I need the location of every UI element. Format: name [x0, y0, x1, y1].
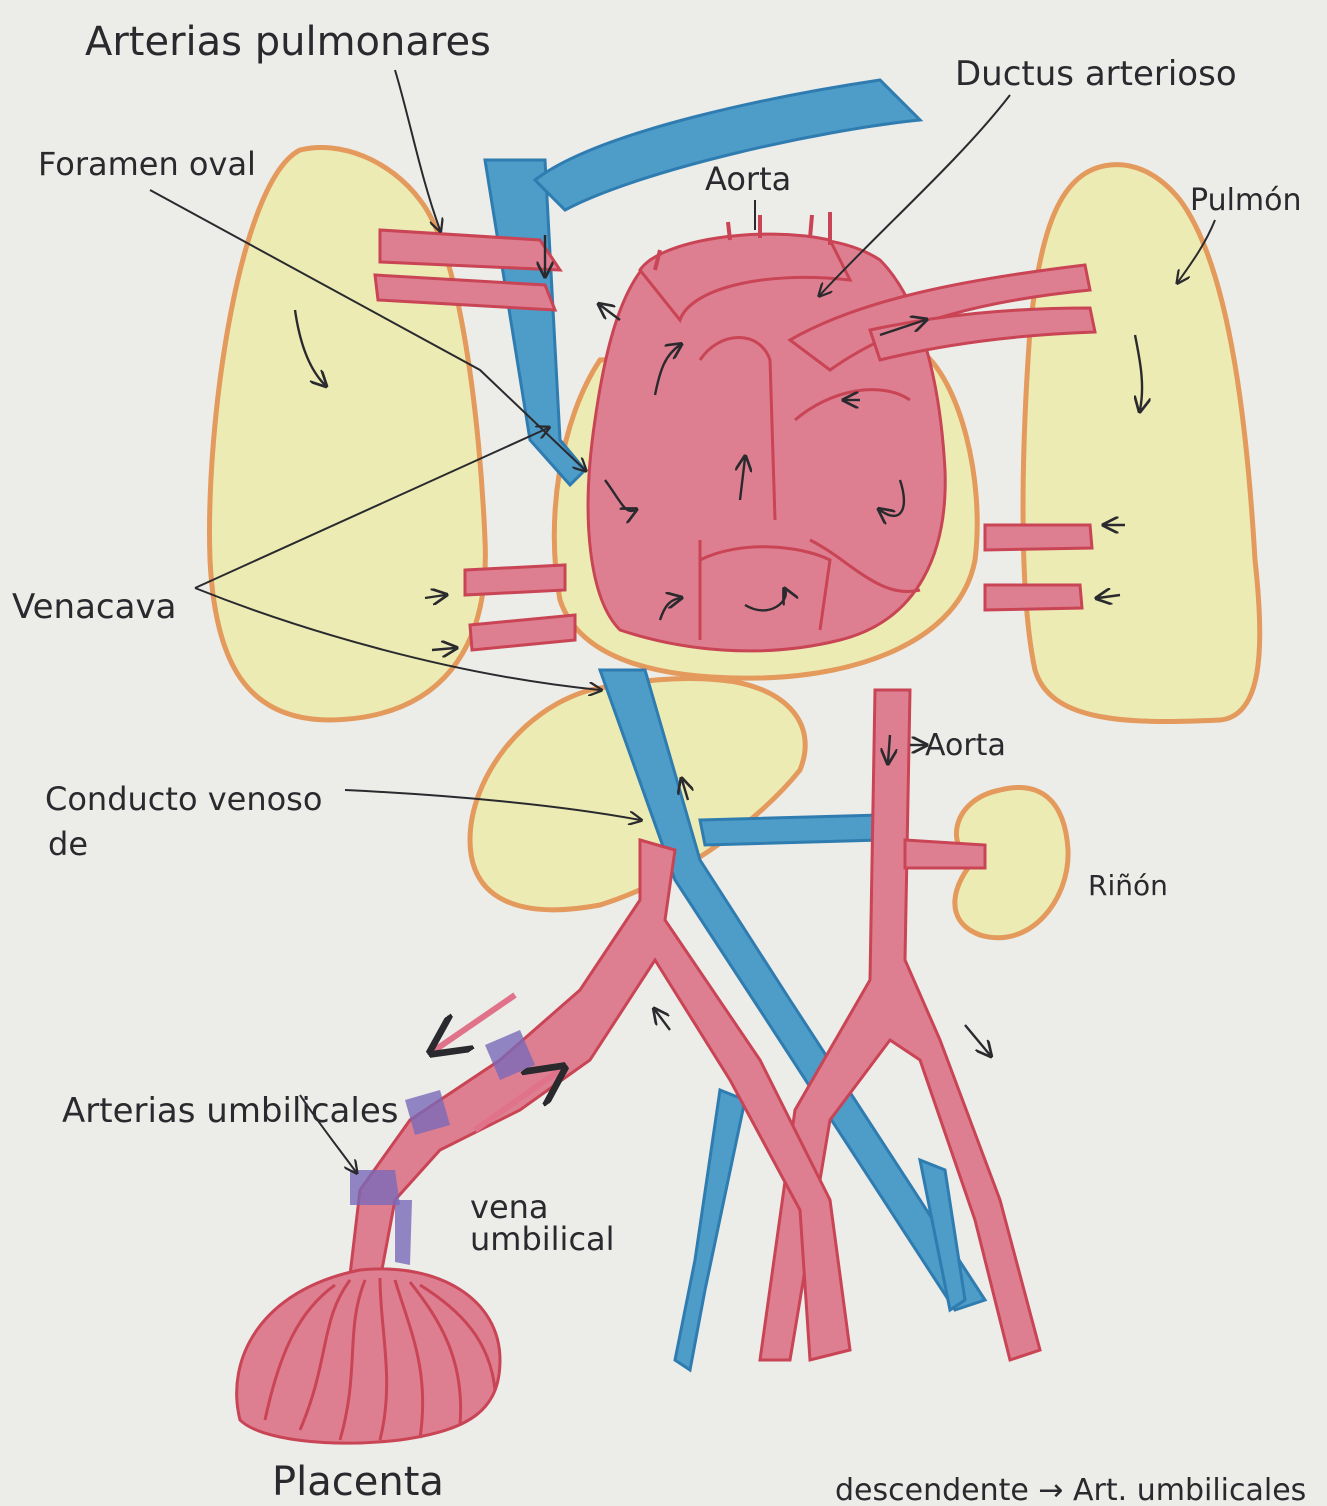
label-bottom-note: descendente → Art. umbilicales — [835, 1473, 1306, 1506]
label-arterias-umbilicales: Arterias umbilicales — [62, 1091, 398, 1131]
label-aorta-top: Aorta — [705, 160, 791, 198]
label-conducto-venoso-de: de — [48, 825, 88, 863]
right-pulmonary-vein-lower — [985, 585, 1082, 610]
renal-artery — [905, 840, 985, 868]
right-pulmonary-vein-upper — [985, 525, 1092, 550]
left-iliac-vein — [675, 1090, 745, 1370]
umbilical-band-4 — [395, 1200, 412, 1265]
label-placenta: Placenta — [272, 1459, 444, 1505]
label-arterias-pulmonares: Arterias pulmonares — [85, 19, 491, 65]
label-vena-umbilical-2: umbilical — [470, 1220, 615, 1258]
arch-branch-2 — [728, 222, 730, 240]
label-ductus-arterioso: Ductus arterioso — [955, 54, 1237, 94]
label-rinon: Riñón — [1088, 869, 1168, 902]
left-pulmonary-vein-upper — [465, 565, 565, 595]
label-venacava: Venacava — [12, 587, 176, 627]
renal-vein — [700, 815, 880, 845]
label-foramen-oval: Foramen oval — [38, 145, 256, 183]
left-pulmonary-vein-lower — [470, 615, 575, 650]
arch-branch-4 — [810, 215, 812, 238]
label-aorta-descending: Aorta — [925, 728, 1006, 763]
umbilical-band-3 — [350, 1170, 400, 1205]
label-conducto-venoso: Conducto venoso — [45, 780, 322, 818]
label-pulmon: Pulmón — [1190, 183, 1302, 218]
right-lung — [1023, 165, 1260, 722]
